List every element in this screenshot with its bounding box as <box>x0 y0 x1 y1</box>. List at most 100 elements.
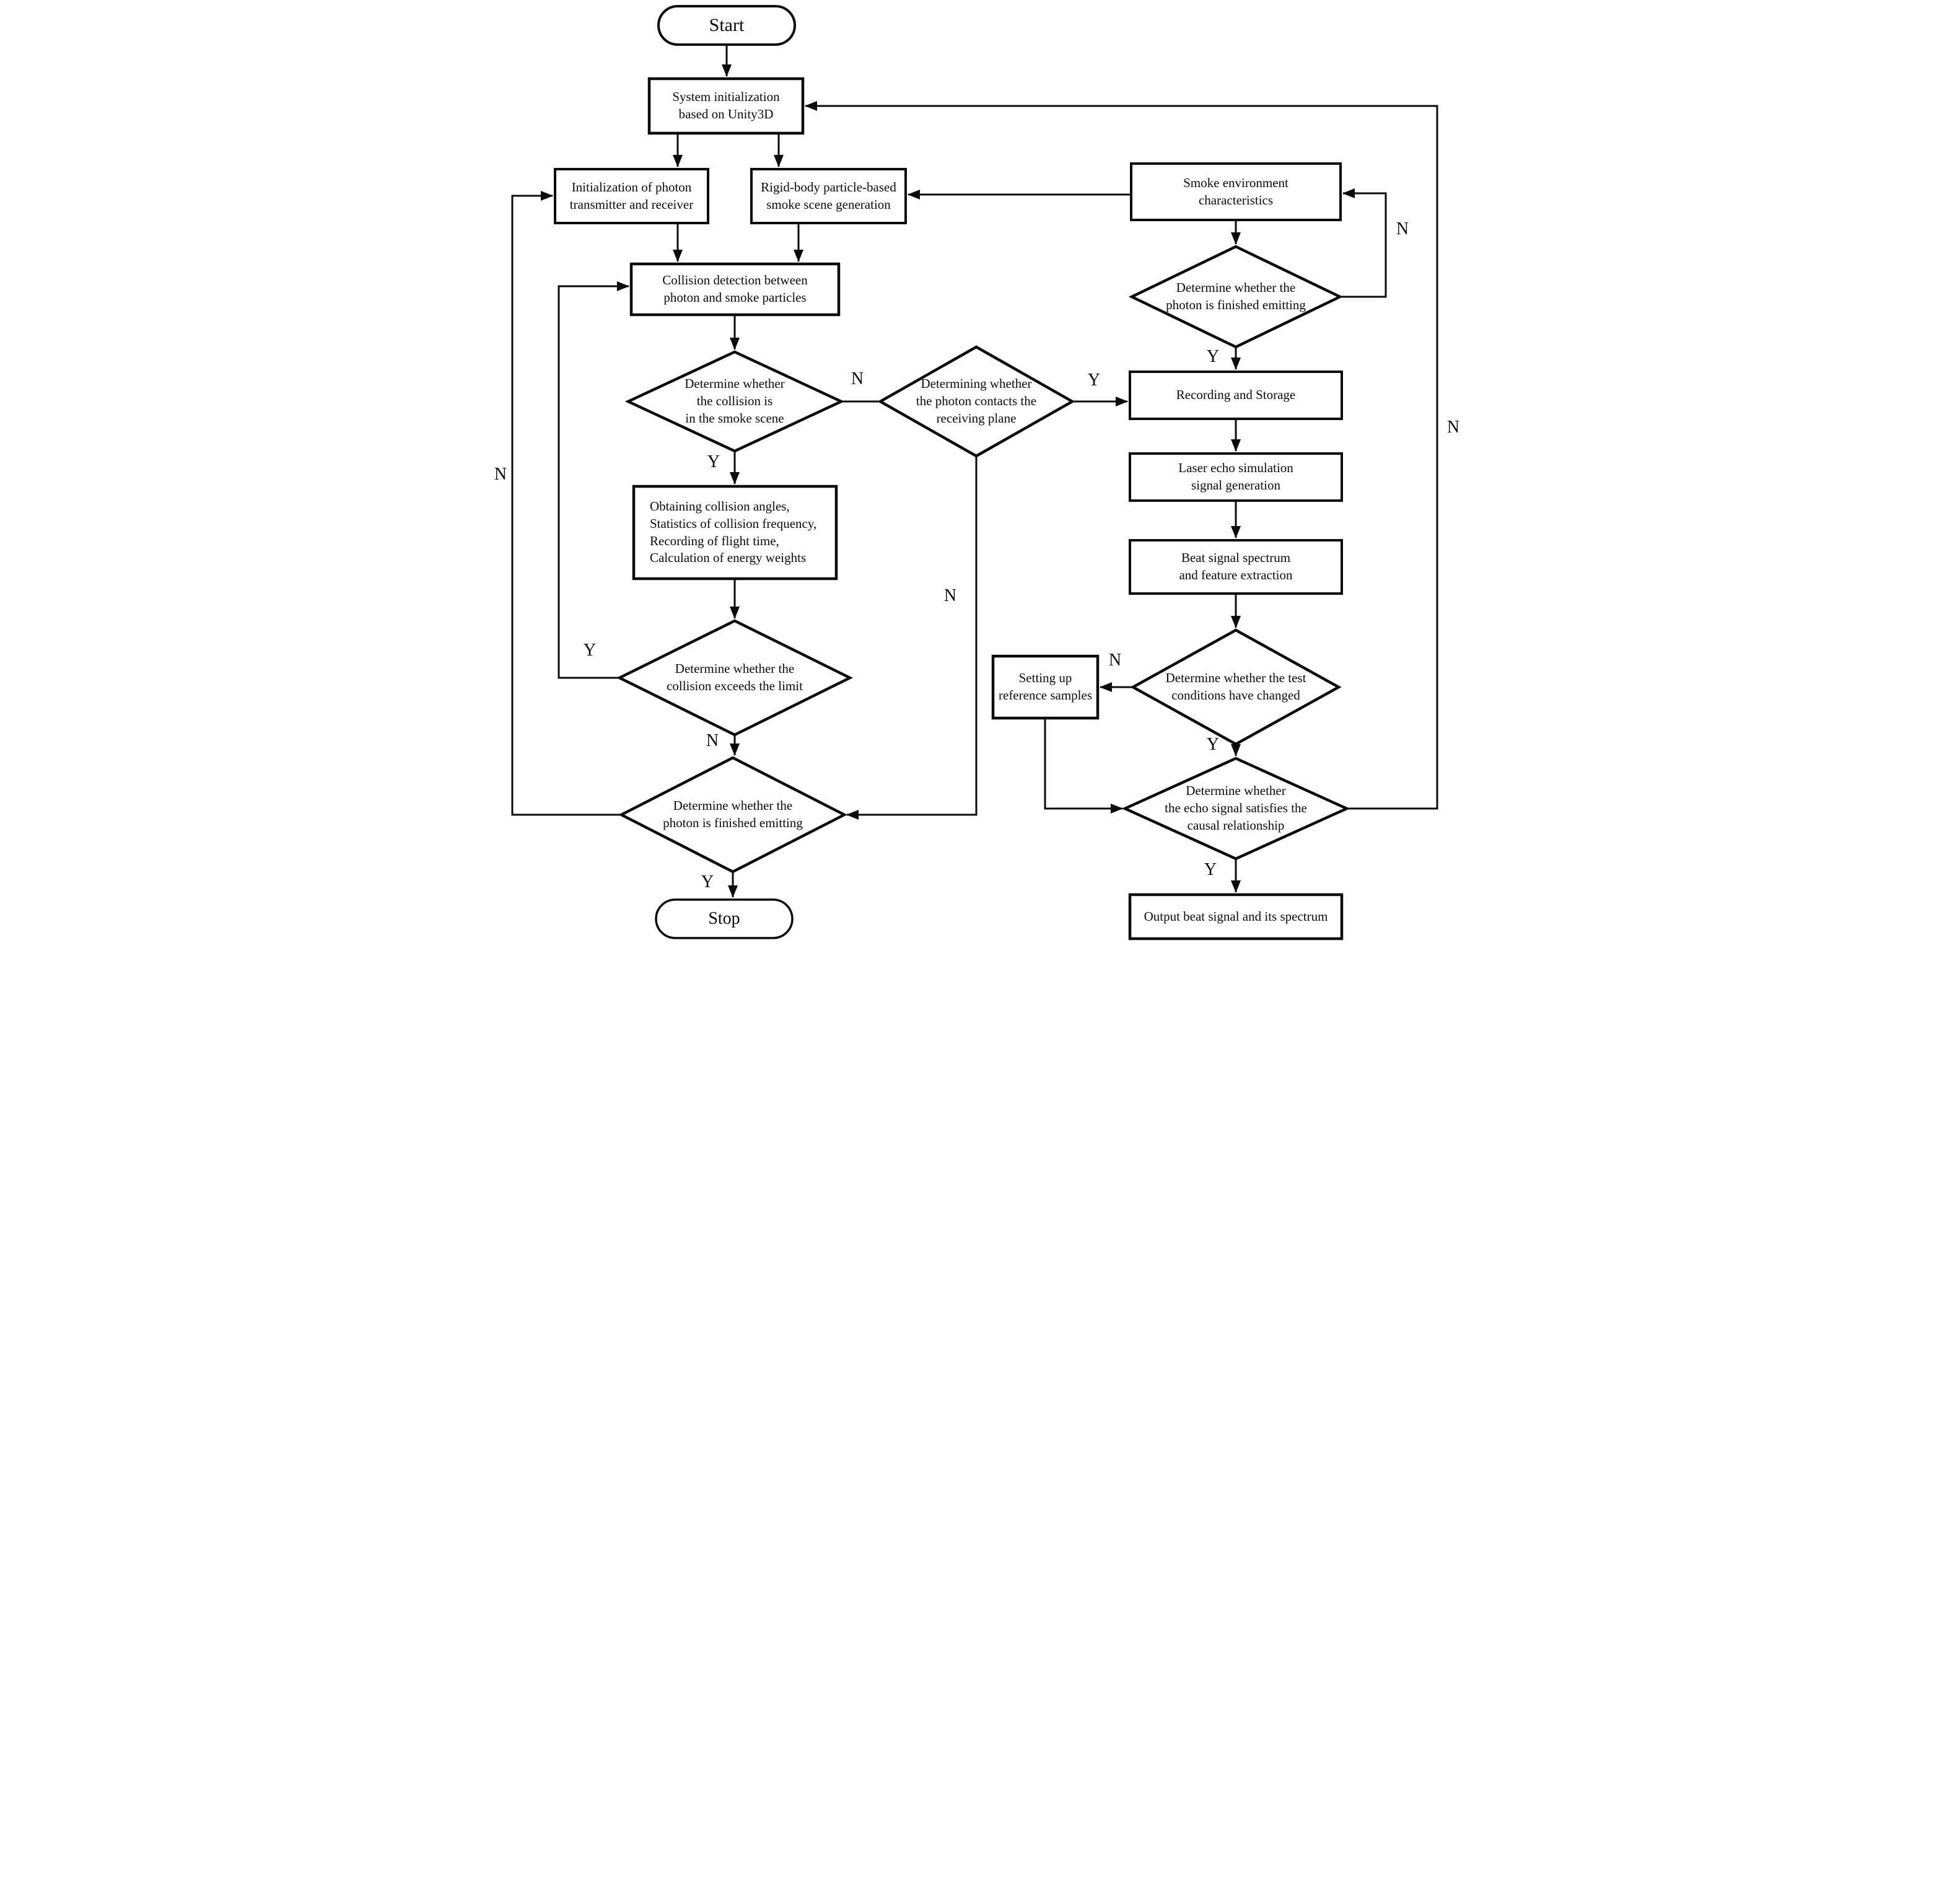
node-d-exceed-shape <box>616 619 854 737</box>
label-line: causal relationship <box>1187 817 1285 833</box>
node-beat-signal: Beat signal spectrum and feature extract… <box>1130 540 1342 594</box>
node-ref-samples-shape <box>991 654 1100 720</box>
label-line: Recording of flight time, <box>650 533 779 548</box>
edge-label-finished-top-n: N <box>1396 219 1409 239</box>
node-stop-shape <box>655 898 794 939</box>
node-d-finished-bottom: Determine whether the photon is finished… <box>640 787 826 843</box>
node-d-finished-bottom-shape <box>618 756 847 874</box>
label-line: Determine whether <box>685 376 785 392</box>
node-d-smoke-scene-shape <box>624 350 845 453</box>
label-line: the photon contacts the <box>916 393 1037 409</box>
label-line: receiving plane <box>936 410 1017 426</box>
edge-label-test-cond-n: N <box>1108 651 1122 670</box>
node-collision-detect: Collision detection between photon and s… <box>631 264 839 315</box>
node-obtaining: Obtaining collision angles, Statistics o… <box>634 486 836 579</box>
node-smoke-env-shape <box>1130 162 1342 221</box>
edge-label-smoke-scene-y: Y <box>707 452 720 472</box>
edge-label-finished-bottom-y: Y <box>701 872 714 892</box>
node-d-contact-plane-shape <box>877 345 1075 458</box>
label-line: transmitter and receiver <box>569 196 694 212</box>
node-rigid-body: Rigid-body particle-based smoke scene ge… <box>751 169 906 223</box>
edge-label-contact-plane-n: N <box>943 586 957 605</box>
node-output-shape <box>1128 893 1344 941</box>
edge-label-test-cond-y: Y <box>1206 735 1220 754</box>
node-system-init-shape <box>647 77 805 135</box>
label-line: Recording and Storage <box>1176 387 1296 403</box>
label-line: Setting up <box>1018 670 1072 686</box>
label-line: smoke scene generation <box>766 196 891 212</box>
node-collision-detect-shape <box>629 262 841 317</box>
edge-label-finished-top-y: Y <box>1206 347 1220 366</box>
label-line: photon is finished emitting <box>663 815 803 830</box>
node-laser-echo-shape <box>1129 452 1343 502</box>
label-line: Obtaining collision angles, <box>650 499 790 514</box>
label-line: collision exceeds the limit <box>667 678 803 693</box>
node-d-causal-shape <box>1121 757 1350 861</box>
node-d-smoke-scene: Determine whether the collision is in th… <box>657 367 812 436</box>
node-init-photon: Initialization of photon transmitter and… <box>555 169 708 223</box>
node-d-test-cond-shape <box>1130 628 1342 746</box>
label-line: Calculation of energy weights <box>650 550 807 566</box>
label-line: Determine whether the <box>1176 280 1296 296</box>
node-smoke-env: Smoke environment characteristics <box>1131 164 1341 220</box>
label-line: photon is finished emitting <box>1166 297 1306 312</box>
label-line: reference samples <box>999 688 1092 703</box>
label-line: in the smoke scene <box>685 410 784 426</box>
label-line: Determine whether the <box>673 798 793 814</box>
node-beat-signal-shape <box>1129 539 1343 595</box>
node-stop-label: Stop <box>708 908 740 928</box>
node-d-test-cond: Determine whether the test conditions ha… <box>1149 659 1323 715</box>
label-line: Determine whether <box>1186 783 1286 799</box>
label-line: Statistics of collision frequency, <box>650 515 817 531</box>
edge-label-exceed-y: Y <box>583 641 597 660</box>
edge-label-causal-y: Y <box>1204 860 1217 879</box>
edge-label-exceed-n: N <box>706 731 719 750</box>
node-stop: Stop <box>656 900 792 938</box>
edge-label-smoke-scene-n: N <box>851 369 864 388</box>
label-line: System initialization <box>672 89 780 105</box>
node-init-photon-shape <box>554 168 709 224</box>
label-line: Output beat signal and its spectrum <box>1144 908 1328 924</box>
label-line: Determine whether the <box>675 661 795 677</box>
node-recording: Recording and Storage <box>1130 372 1342 419</box>
node-d-causal: Determine whether the echo signal satisf… <box>1143 771 1329 846</box>
node-start-shape <box>657 5 796 46</box>
node-d-finished-top-shape <box>1128 245 1344 349</box>
edge-dcausal-n-loop-to-sysinit <box>805 101 1438 810</box>
edge-label-contact-plane-y: Y <box>1087 371 1101 390</box>
node-ref-samples: Setting up reference samples <box>993 656 1098 718</box>
flowchart-shape-layer <box>511 5 1438 941</box>
edge-dfinishedbottom-n-loop-to-initphoton <box>511 191 621 816</box>
label-line: signal generation <box>1191 478 1281 493</box>
label-line: and feature extraction <box>1179 568 1293 582</box>
node-d-finished-top: Determine whether the photon is finished… <box>1149 269 1323 325</box>
label-line: photon and smoke particles <box>663 290 807 305</box>
label-line: Smoke environment <box>1183 175 1288 190</box>
node-rigid-body-shape <box>750 168 907 224</box>
edge-label-causal-n: N <box>1446 418 1460 437</box>
node-obtaining-shape <box>632 485 838 581</box>
label-line: the collision is <box>696 393 773 409</box>
edge-dfinishedtop-n-loop-to-smokeenv <box>1340 188 1387 298</box>
edge-dexceed-y-loop-to-collision <box>558 281 629 679</box>
node-start: Start <box>658 6 795 45</box>
label-line: characteristics <box>1198 192 1274 208</box>
label-line: Beat signal spectrum <box>1181 550 1291 566</box>
label-line: Rigid-body particle-based <box>761 179 896 195</box>
label-line: based on Unity3D <box>678 107 774 121</box>
node-d-exceed: Determine whether the collision exceeds … <box>645 650 825 706</box>
label-line: Initialization of photon <box>571 179 692 195</box>
node-laser-echo: Laser echo simulation signal generation <box>1130 454 1342 501</box>
label-line: conditions have changed <box>1171 688 1300 703</box>
edge-label-left-return-n: N <box>494 465 507 484</box>
flowchart-canvas: Start System initialization based on Uni… <box>490 0 1470 943</box>
label-line: the echo signal satisfies the <box>1165 800 1307 816</box>
node-output: Output beat signal and its spectrum <box>1130 895 1342 939</box>
node-start-label: Start <box>709 15 745 36</box>
label-line: Determining whether <box>921 376 1032 392</box>
edge-dcontactplane-n-to-dfinishedbottom <box>846 456 978 820</box>
node-d-contact-plane: Determining whether the photon contacts … <box>896 364 1057 439</box>
label-line: Laser echo simulation <box>1178 460 1293 476</box>
node-system-init: System initialization based on Unity3D <box>649 79 803 133</box>
label-line: Collision detection between <box>662 273 808 288</box>
